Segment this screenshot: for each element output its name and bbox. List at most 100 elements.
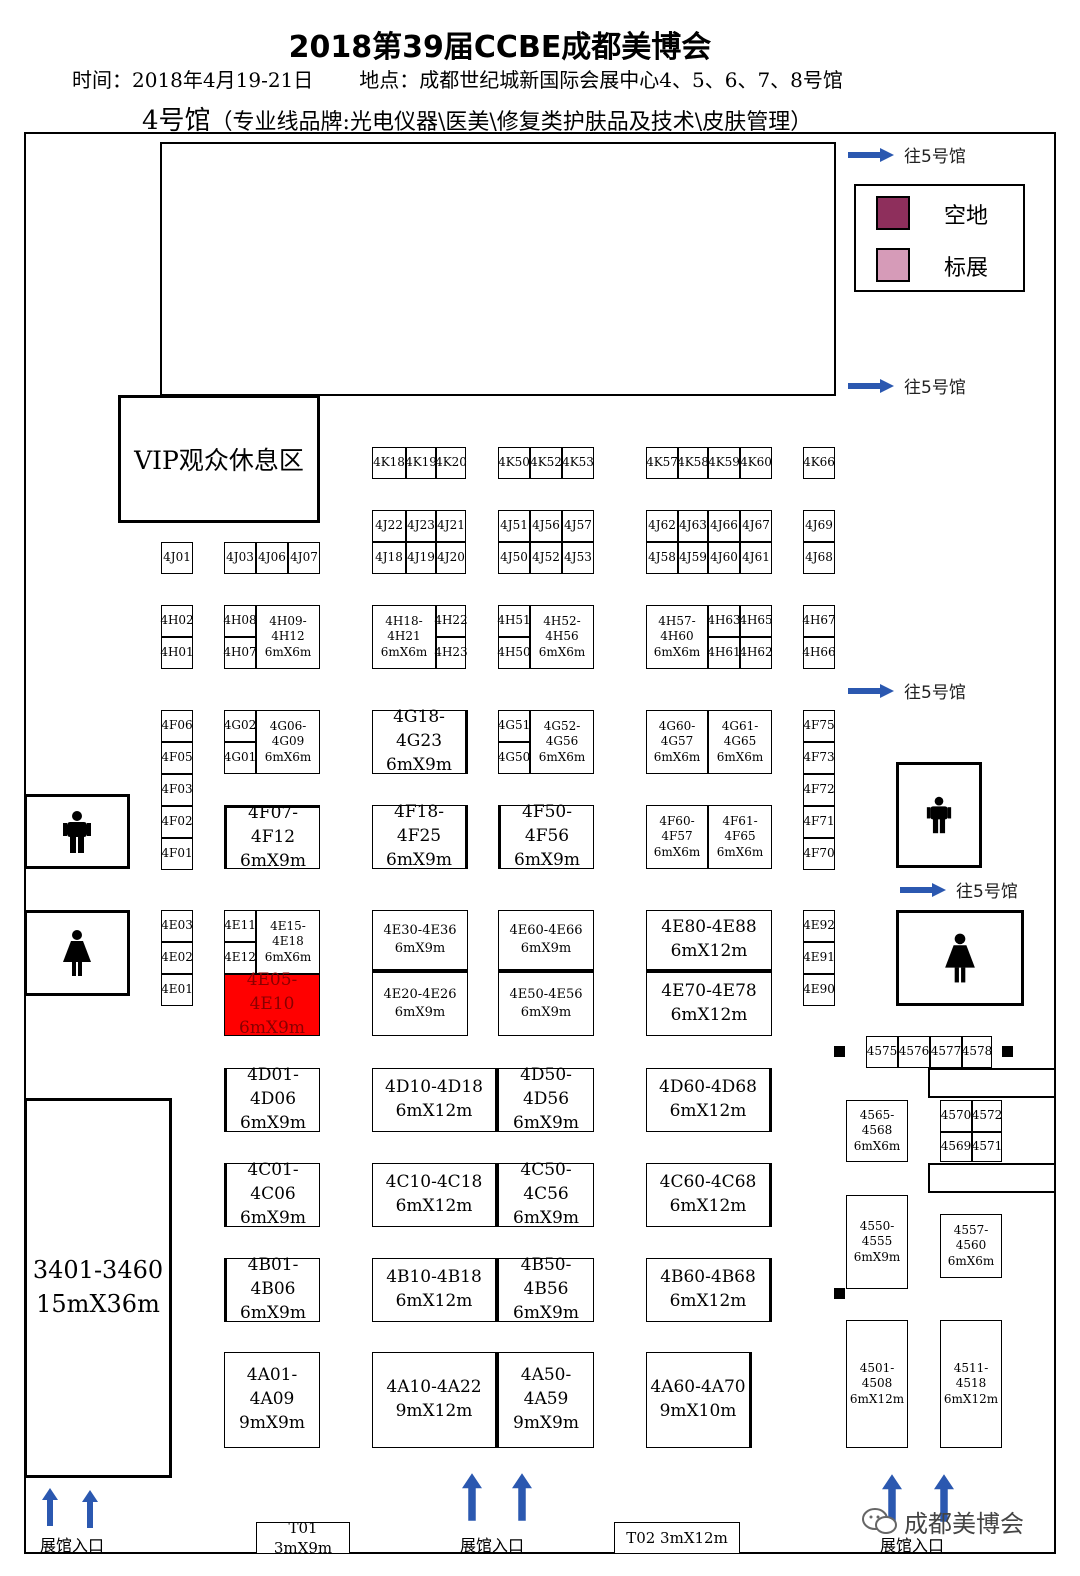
- booth-4J68[interactable]: 4J68: [803, 542, 835, 574]
- booth-4J66[interactable]: 4J66: [708, 510, 740, 542]
- booth-4E03[interactable]: 4E03: [161, 910, 193, 942]
- booth-4E01[interactable]: 4E01: [161, 974, 193, 1006]
- to-hall5-link-3[interactable]: 往5号馆: [848, 678, 966, 703]
- booth-4557-4560[interactable]: 4557- 4560 6mX6m: [940, 1214, 1002, 1278]
- booth-4F60-4F57[interactable]: 4F60- 4F57 6mX6m: [646, 805, 708, 869]
- booth-4565-4568[interactable]: 4565- 4568 6mX6m: [846, 1100, 908, 1162]
- booth-4J58[interactable]: 4J58: [646, 542, 678, 574]
- booth-4511-4518[interactable]: 4511- 4518 6mX12m: [940, 1320, 1002, 1448]
- booth-4F05[interactable]: 4F05: [161, 742, 193, 774]
- booth-4K19[interactable]: 4K19: [405, 447, 437, 479]
- booth-4G18-4G23[interactable]: 4G18-4G23 6mX9m: [372, 707, 468, 775]
- booth-4C50-4C56[interactable]: 4C50-4C56 6mX9m: [498, 1160, 594, 1228]
- booth-3401[interactable]: 3401-3460 15mX36m: [24, 1098, 172, 1478]
- booth-4C10-4C18[interactable]: 4C10-4C18 6mX12m: [372, 1163, 498, 1227]
- booth-4A01-4A09[interactable]: 4A01-4A09 9mX9m: [224, 1352, 320, 1448]
- booth-4G02[interactable]: 4G02: [224, 710, 256, 742]
- vip-lounge[interactable]: VIP观众休息区: [118, 395, 320, 523]
- restroom-women-right[interactable]: [896, 910, 1024, 1006]
- booth-4J01[interactable]: 4J01: [161, 542, 193, 574]
- to-hall5-link-1[interactable]: 往5号馆: [848, 142, 966, 167]
- booth-4A60-4A70[interactable]: 4A60-4A70 9mX10m: [646, 1352, 752, 1448]
- booth-4G06-4G09[interactable]: 4G06- 4G09 6mX6m: [256, 710, 320, 774]
- booth-4H01[interactable]: 4H01: [160, 637, 194, 669]
- booth-4H61[interactable]: 4H61: [707, 637, 741, 669]
- booth-4572[interactable]: 4572: [972, 1100, 1002, 1132]
- booth-4C60-4C68[interactable]: 4C60-4C68 6mX12m: [646, 1163, 772, 1227]
- booth-4J56[interactable]: 4J56: [530, 510, 562, 542]
- booth-4B50-4B56[interactable]: 4B50-4B56 6mX9m: [498, 1255, 594, 1323]
- booth-4J52[interactable]: 4J52: [530, 542, 562, 574]
- booth-4J23[interactable]: 4J23: [406, 510, 436, 542]
- booth-4D60-4D68[interactable]: 4D60-4D68 6mX12m: [646, 1068, 772, 1132]
- booth-4J19[interactable]: 4J19: [406, 542, 436, 574]
- booth-4E80-4E88[interactable]: 4E80-4E88 6mX12m: [646, 910, 772, 972]
- booth-4F01[interactable]: 4F01: [161, 838, 193, 870]
- booth-4B10-4B18[interactable]: 4B10-4B18 6mX12m: [372, 1258, 498, 1322]
- booth-4K52[interactable]: 4K52: [530, 447, 562, 479]
- restroom-men-right[interactable]: [896, 762, 982, 868]
- booth-4J57[interactable]: 4J57: [562, 510, 594, 542]
- booth-4D10-4D18[interactable]: 4D10-4D18 6mX12m: [372, 1068, 498, 1132]
- booth-4H63[interactable]: 4H63: [707, 605, 741, 637]
- booth-4E92[interactable]: 4E92: [803, 910, 835, 942]
- booth-4A10-4A22[interactable]: 4A10-4A22 9mX12m: [372, 1352, 498, 1448]
- booth-4B01-4B06[interactable]: 4B01-4B06 6mX9m: [224, 1255, 320, 1323]
- booth-4H22[interactable]: 4H22: [434, 605, 468, 637]
- booth-4F73[interactable]: 4F73: [803, 742, 835, 774]
- booth-4K57[interactable]: 4K57: [646, 447, 678, 479]
- entrance-right[interactable]: 展馆入口: [880, 1536, 945, 1555]
- booth-4E90[interactable]: 4E90: [803, 974, 835, 1006]
- booth-4F70[interactable]: 4F70: [803, 838, 835, 870]
- booth-4K50[interactable]: 4K50: [498, 447, 530, 479]
- booth-4501-4508[interactable]: 4501- 4508 6mX12m: [846, 1320, 908, 1448]
- booth-4H62[interactable]: 4H62: [739, 637, 773, 669]
- booth-4G61-4G65[interactable]: 4G61- 4G65 6mX6m: [708, 710, 772, 774]
- booth-4578[interactable]: 4578: [962, 1036, 992, 1068]
- booth-4J06[interactable]: 4J06: [256, 542, 288, 574]
- booth-4J50[interactable]: 4J50: [498, 542, 530, 574]
- booth-4E30-4E36[interactable]: 4E30-4E36 6mX9m: [372, 910, 468, 972]
- booth-4550-4555[interactable]: 4550- 4555 6mX9m: [846, 1195, 908, 1289]
- booth-4H08[interactable]: 4H08: [223, 605, 257, 637]
- booth-T01[interactable]: T01 3mX9m: [256, 1519, 350, 1557]
- booth-4J18[interactable]: 4J18: [372, 542, 406, 574]
- booth-4H23[interactable]: 4H23: [434, 637, 468, 669]
- booth-4E91[interactable]: 4E91: [803, 942, 835, 974]
- booth-4J61[interactable]: 4J61: [740, 542, 772, 574]
- booth-4J67[interactable]: 4J67: [740, 510, 772, 542]
- booth-4J63[interactable]: 4J63: [678, 510, 708, 542]
- booth-4F03[interactable]: 4F03: [161, 774, 193, 806]
- booth-4H07[interactable]: 4H07: [223, 637, 257, 669]
- booth-4K18[interactable]: 4K18: [372, 447, 406, 479]
- booth-4F02[interactable]: 4F02: [161, 806, 193, 838]
- booth-4E15-4E18[interactable]: 4E15- 4E18 6mX6m: [256, 910, 320, 974]
- booth-4575[interactable]: 4575: [866, 1036, 898, 1068]
- booth-4G50[interactable]: 4G50: [498, 742, 530, 774]
- booth-4H52-4H56[interactable]: 4H52- 4H56 6mX6m: [530, 605, 594, 669]
- booth-4K20[interactable]: 4K20: [435, 447, 467, 479]
- booth-4J62[interactable]: 4J62: [646, 510, 678, 542]
- booth-4G60-4G57[interactable]: 4G60- 4G57 6mX6m: [646, 710, 708, 774]
- booth-4J21[interactable]: 4J21: [436, 510, 466, 542]
- booth-4J59[interactable]: 4J59: [678, 542, 708, 574]
- booth-4H66[interactable]: 4H66: [802, 637, 836, 669]
- booth-4K53[interactable]: 4K53: [562, 447, 594, 479]
- booth-4H57-4H60[interactable]: 4H57- 4H60 6mX6m: [646, 605, 708, 669]
- booth-4J07[interactable]: 4J07: [288, 542, 320, 574]
- booth-4K60[interactable]: 4K60: [740, 447, 772, 479]
- booth-4G01[interactable]: 4G01: [224, 742, 256, 774]
- booth-4569[interactable]: 4569: [940, 1132, 972, 1162]
- booth-4F07-4F12[interactable]: 4F07-4F12 6mX9m: [224, 803, 320, 871]
- booth-4F50-4F56[interactable]: 4F50-4F56 6mX9m: [498, 802, 594, 870]
- booth-4J60[interactable]: 4J60: [708, 542, 740, 574]
- booth-4B60-4B68[interactable]: 4B60-4B68 6mX12m: [646, 1258, 772, 1322]
- booth-4F06[interactable]: 4F06: [161, 710, 193, 742]
- restroom-women-left[interactable]: [24, 910, 130, 996]
- booth-4F18-4F25[interactable]: 4F18-4F25 6mX9m: [372, 802, 468, 870]
- booth-4H51[interactable]: 4H51: [497, 605, 531, 637]
- booth-4E12[interactable]: 4E12: [224, 942, 256, 974]
- booth-4E60-4E66[interactable]: 4E60-4E66 6mX9m: [498, 910, 594, 972]
- booth-4D50-4D56[interactable]: 4D50-4D56 6mX9m: [498, 1065, 594, 1133]
- booth-4K58[interactable]: 4K58: [677, 447, 709, 479]
